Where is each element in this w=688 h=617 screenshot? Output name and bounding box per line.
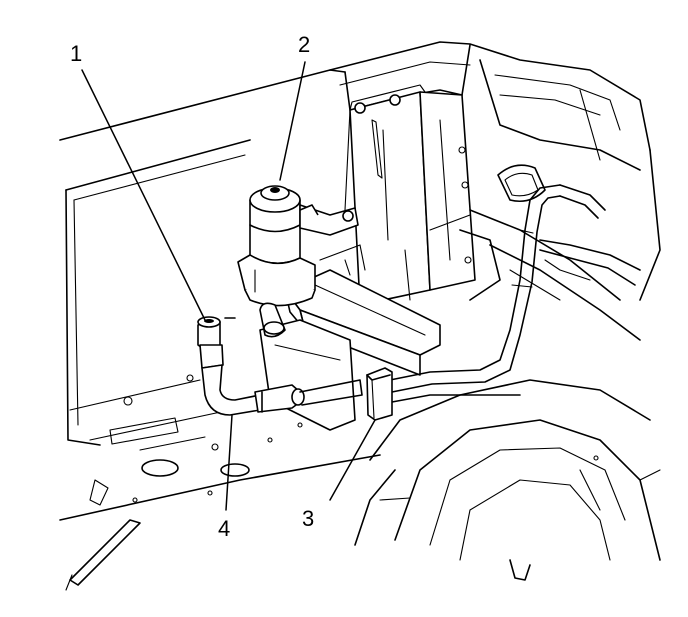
- upper-body-structure: [329, 41, 661, 301]
- hose-clip: [366, 367, 393, 421]
- callout-1: 1: [70, 41, 83, 66]
- center-pillar: [349, 84, 476, 306]
- solenoid-valve: [237, 185, 359, 338]
- leader-lines: [81, 61, 376, 511]
- leader-line-3: [329, 419, 376, 501]
- leader-line-1: [81, 69, 206, 321]
- callout-3: 3: [302, 506, 315, 531]
- vent-hose: [201, 364, 363, 416]
- right-structure: [429, 164, 641, 341]
- vent-pipe: [389, 184, 641, 403]
- vent-connector: [197, 316, 236, 369]
- callout-2: 2: [298, 32, 311, 57]
- wheel-house: [354, 379, 661, 581]
- callout-4: 4: [218, 516, 231, 541]
- leader-line-4: [225, 414, 233, 511]
- leader-line-2: [279, 61, 306, 181]
